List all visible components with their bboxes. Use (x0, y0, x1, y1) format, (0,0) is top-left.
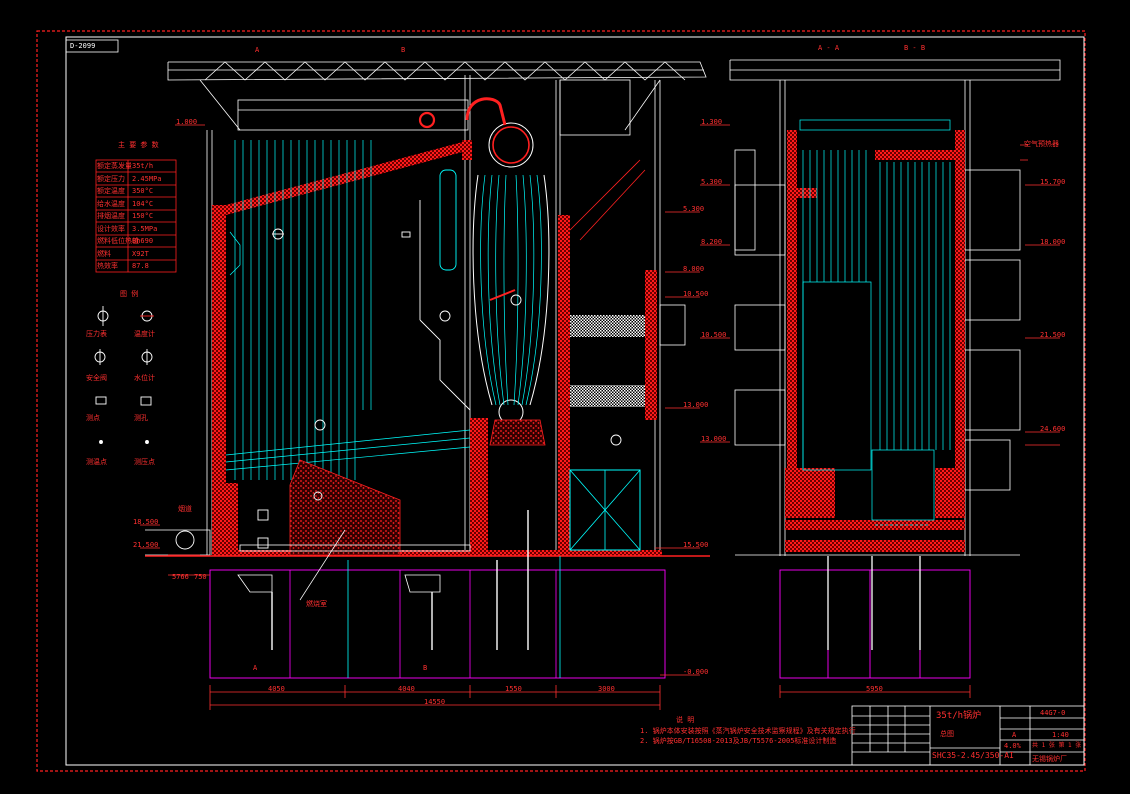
title-block-code: 44G7-0 (1040, 709, 1066, 717)
param-name: 额定压力 (97, 175, 125, 183)
parameter-table-frame (95, 159, 177, 273)
side-section-view (700, 59, 1061, 698)
elevation-label: 10.500 (683, 290, 709, 298)
instrument-symbols (257, 228, 622, 549)
title-block-company: 无锡锅炉厂 (1032, 755, 1067, 763)
dimension-text: 5766 (172, 573, 189, 581)
param-value: 150°C (132, 212, 154, 220)
tail-flue (569, 159, 686, 551)
dimension-text: 1550 (505, 685, 522, 693)
furnace-walls (212, 140, 662, 556)
parameter-table-title: 主 要 参 数 (118, 141, 159, 149)
section-mark-b-bottom: B (423, 664, 428, 672)
param-value: 104°C (132, 200, 154, 208)
elevation-label: 1.000 (176, 118, 198, 126)
title-block-stage: A (1012, 731, 1017, 739)
title-block-drawing-name: 总图 (940, 730, 954, 738)
param-name: 设计效率 (97, 225, 125, 233)
title-block-drawing-no: SHC35-2.45/350-AI (932, 751, 1014, 760)
param-name: 排烟温度 (97, 212, 125, 220)
callout-label: 烟道 (178, 505, 192, 513)
title-block-sheet-info: 共 1 张 第 1 张 (1032, 742, 1082, 749)
legend-item: 测压点 (134, 458, 155, 466)
param-value: 350°C (132, 187, 154, 195)
side-elevation-label: 5.300 (701, 178, 723, 186)
foundation (145, 510, 710, 679)
side-elevation-label: 10.500 (701, 331, 727, 339)
legend-symbols (94, 306, 154, 444)
callout-label: 空气预热器 (1024, 140, 1059, 148)
elevation-label: 18.500 (133, 518, 159, 526)
sheet-tag: D-2099 (70, 42, 96, 50)
param-name: 热效率 (97, 262, 118, 270)
param-value: X92T (132, 250, 149, 258)
section-mark-a-bottom: A (253, 664, 258, 672)
elevation-label: 21.500 (133, 541, 159, 549)
section-title-aa: A - A (818, 44, 840, 52)
dimension-text: 750 (194, 573, 207, 581)
param-value: Bh690 (132, 237, 154, 245)
legend-item: 安全阀 (86, 374, 107, 382)
steam-drum-assembly (418, 97, 550, 446)
legend-item: 测点 (86, 414, 100, 422)
param-value: 3.5MPa (132, 225, 158, 233)
elevation-label: 15.500 (683, 541, 709, 549)
legend-item: 水位计 (134, 374, 155, 382)
dimension-text: 4040 (398, 685, 415, 693)
side-elevation-label: 13.000 (701, 435, 727, 443)
legend-item: 温度计 (134, 330, 155, 338)
section-title-bb: B - B (904, 44, 926, 52)
elevation-label: 5.300 (683, 205, 705, 213)
callout-leaders (299, 529, 346, 601)
legend-item: 测温点 (86, 458, 107, 466)
side-elevation-label: 18.000 (1040, 238, 1066, 246)
roof-truss (167, 61, 707, 136)
side-refractory (785, 130, 965, 552)
sheet-frame (36, 30, 1086, 772)
dimension-text: 4050 (268, 685, 285, 693)
notes-line: 2. 锅炉按GB/T16508-2013及JB/T5576-2005标准设计制造 (640, 737, 837, 745)
param-value: 35t/h (132, 162, 154, 170)
param-name: 额定蒸发量 (97, 162, 132, 170)
callout-label: 燃烧室 (306, 600, 327, 608)
param-value: 2.45MPa (132, 175, 162, 183)
elevation-label: -0.000 (683, 668, 709, 676)
section-mark-a: A (255, 46, 260, 54)
param-name: 给水温度 (97, 200, 125, 208)
param-name: 额定温度 (97, 187, 125, 195)
legend-item: 测孔 (134, 414, 148, 422)
front-elevation-view (140, 61, 710, 710)
title-block-weight: 4.0% (1004, 742, 1021, 750)
notes-line: 1. 锅炉本体安装按照《蒸汽锅炉安全技术监察规程》及有关规定执行 (640, 727, 856, 735)
param-value: 87.8 (132, 262, 149, 270)
dimension-total: 14550 (424, 698, 446, 706)
side-foundation (779, 569, 971, 679)
title-block-project: 35t/h锅炉 (936, 711, 982, 721)
side-elevation-label: 24.600 (1040, 425, 1066, 433)
side-dimension-text: 5950 (866, 685, 883, 693)
param-name: 燃料 (97, 250, 111, 258)
elevation-label: 13.000 (683, 401, 709, 409)
chain-grate (145, 459, 471, 556)
side-elevation-markers (700, 124, 1060, 698)
elevation-label: 8.000 (683, 265, 705, 273)
side-elevation-label: 15.700 (1040, 178, 1066, 186)
section-mark-b: B (401, 46, 406, 54)
side-elevation-label: 1.300 (701, 118, 723, 126)
legend-title: 图 例 (120, 290, 139, 298)
legend-item: 压力表 (86, 330, 107, 338)
title-block-frame (851, 705, 1085, 766)
title-block-scale: 1:40 (1052, 731, 1069, 739)
front-elevation-markers (140, 124, 700, 676)
param-name: 燃料低位热值 (97, 237, 139, 245)
notes-title: 说 明 (676, 716, 695, 724)
side-tube-bank (799, 119, 951, 526)
dimension-text: 3000 (598, 685, 615, 693)
side-elevation-label: 21.500 (1040, 331, 1066, 339)
water-wall-tubes (225, 140, 471, 480)
side-elevation-label: 8.200 (701, 238, 723, 246)
front-dimension-lines (168, 574, 661, 710)
